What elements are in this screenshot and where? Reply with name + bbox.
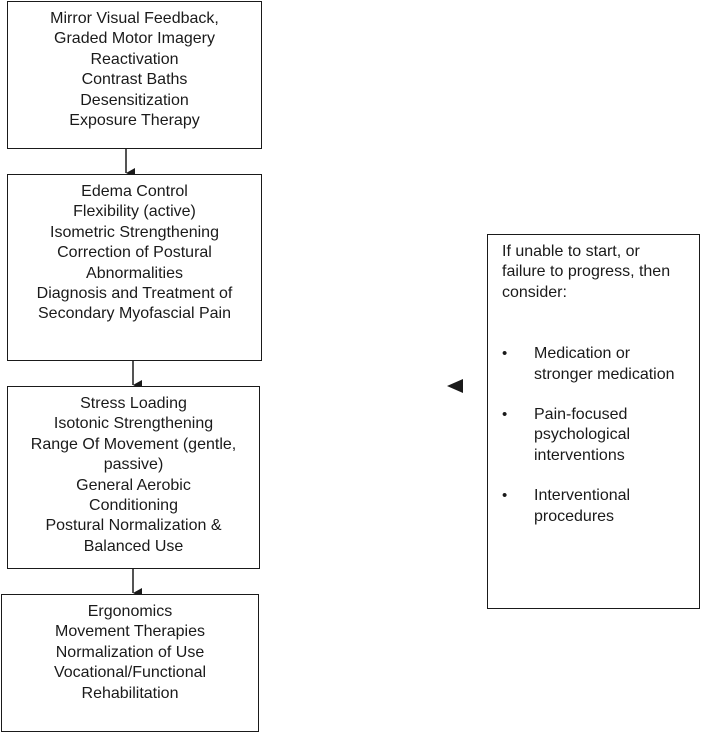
stage-3-line: General Aerobic <box>76 476 191 494</box>
stage-4-line: Movement Therapies <box>55 623 205 641</box>
option-line: Interventional <box>534 487 631 505</box>
stage-1-line: Desensitization <box>80 91 189 109</box>
stage-3-line: Conditioning <box>89 497 178 515</box>
stage-1-line: Graded Motor Imagery <box>54 30 215 48</box>
option-line: Pain-focused <box>534 406 628 424</box>
option-line: psychological <box>534 426 631 444</box>
stage-2-line: Secondary Myofascial Pain <box>38 305 231 323</box>
stage-2-line: Flexibility (active) <box>73 203 196 221</box>
side-panel-intro-line: consider: <box>502 283 567 301</box>
stage-1-line: Exposure Therapy <box>69 112 200 130</box>
stage-4-box: Ergonomics Movement Therapies Normalizat… <box>1 594 259 732</box>
side-panel: If unable to start, or failure to progre… <box>487 234 700 609</box>
stage-4-line: Ergonomics <box>87 603 173 620</box>
stage-2-line: Diagnosis and Treatment of <box>36 285 233 303</box>
stage-2-line: Edema Control <box>81 183 188 200</box>
stage-1-line: Mirror Visual Feedback, <box>50 10 219 27</box>
stage-3-line: Postural Normalization & <box>45 517 222 535</box>
stage-1-line: Reactivation <box>90 50 179 68</box>
stage-4-line: Rehabilitation <box>81 684 179 702</box>
option-line: procedures <box>534 507 615 525</box>
bullet-icon: • <box>502 406 508 424</box>
stage-2-line: Abnormalities <box>86 264 183 282</box>
stage-3-line: Range Of Movement (gentle, <box>30 435 237 453</box>
stage-3-box: Stress Loading Isotonic Strengthening Ra… <box>7 386 260 569</box>
stage-3-line: Stress Loading <box>80 395 187 412</box>
side-panel-intro-line: failure to progress, then <box>502 263 671 281</box>
stage-1-box: Mirror Visual Feedback, Graded Motor Ima… <box>7 1 262 149</box>
bullet-icon: • <box>502 345 508 363</box>
stage-3-line: passive) <box>103 456 164 474</box>
option-list: • Medication or stronger medication • Pa… <box>502 344 693 527</box>
stage-2-box: Edema Control Flexibility (active) Isome… <box>7 174 262 361</box>
stage-4-line: Vocational/Functional <box>53 664 207 682</box>
stage-3-line: Balanced Use <box>83 537 184 555</box>
option-line: stronger medication <box>534 365 675 383</box>
stage-1-line: Contrast Baths <box>81 71 188 89</box>
arrow-head-left-icon <box>447 379 463 393</box>
bullet-icon: • <box>502 487 508 505</box>
stage-2-line: Correction of Postural <box>57 244 212 262</box>
option-item-medication: • Medication or stronger medication <box>502 344 693 385</box>
option-line: Medication or <box>534 345 631 363</box>
option-item-psychological: • Pain-focused psychological interventio… <box>502 405 693 466</box>
option-line: interventions <box>534 446 625 464</box>
option-item-interventional: • Interventional procedures <box>502 486 693 527</box>
stage-3-line: Isotonic Strengthening <box>53 415 214 433</box>
stage-4-line: Normalization of Use <box>55 643 205 661</box>
stage-2-line: Isometric Strengthening <box>50 223 219 241</box>
side-panel-intro-line: If unable to start, or <box>502 243 640 260</box>
